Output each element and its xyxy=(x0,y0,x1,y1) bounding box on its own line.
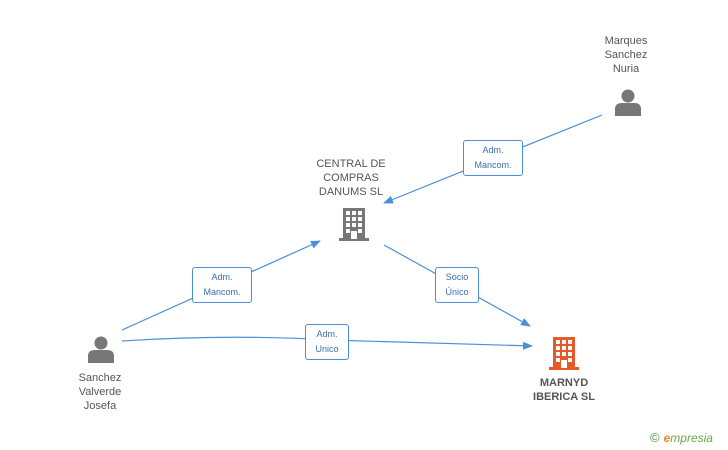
edge-label-central-marnyd[interactable]: Socio Único xyxy=(435,267,479,303)
edge-label-sanchez-central[interactable]: Adm. Mancom. xyxy=(192,267,252,303)
person-icon[interactable] xyxy=(87,335,115,363)
empresia-logo: ©empresia xyxy=(650,430,713,445)
node-label-central: CENTRAL DE COMPRAS DANUMS SL xyxy=(316,158,386,198)
building-icon[interactable] xyxy=(339,207,369,241)
person-icon[interactable] xyxy=(614,88,642,116)
node-label-marnyd: MARNYD IBERICA SL xyxy=(533,377,595,403)
main-company-building-icon[interactable] xyxy=(549,336,579,370)
edge-label-sanchez-marnyd[interactable]: Adm. Unico xyxy=(305,324,349,360)
edge-label-marques-central[interactable]: Adm. Mancom. xyxy=(463,140,523,176)
copyright-icon: © xyxy=(650,430,660,445)
node-label-marques: Marques Sanchez Nuria xyxy=(604,35,648,75)
node-label-sanchez: Sanchez Valverde Josefa xyxy=(78,372,122,412)
